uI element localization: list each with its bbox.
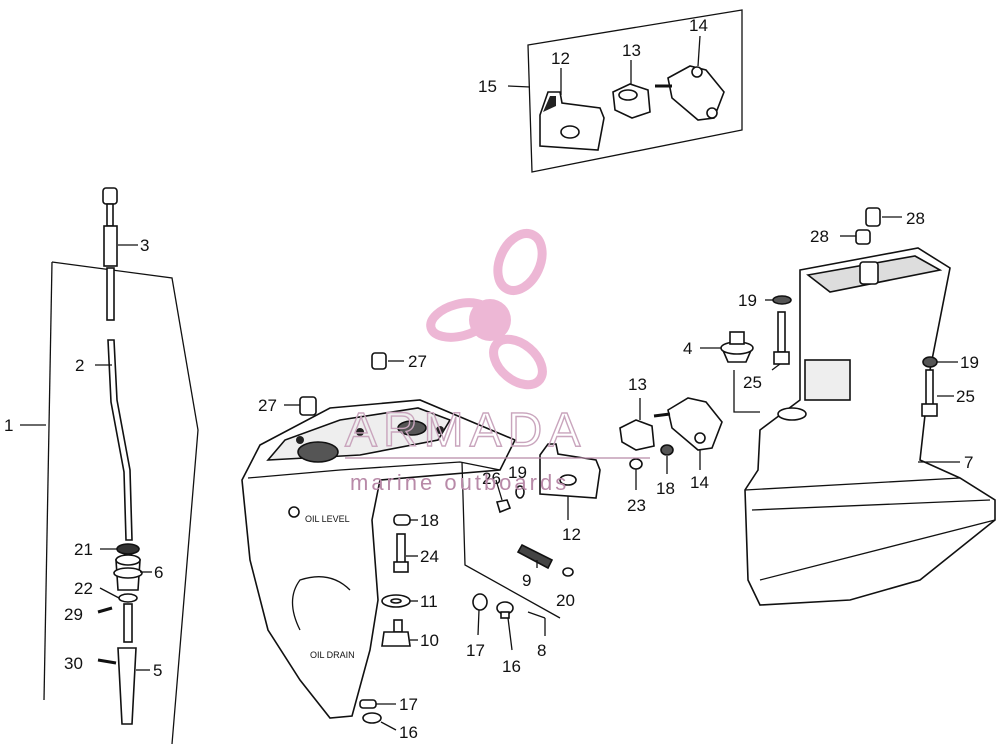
label-18-center: 18 — [420, 511, 439, 530]
housing-mark-upper: OIL LEVEL — [305, 514, 350, 524]
label-7: 7 — [964, 453, 973, 472]
bushings-27: 27 27 — [258, 352, 427, 416]
label-19-right-a: 19 — [738, 291, 757, 310]
label-4: 4 — [683, 339, 692, 358]
label-10: 10 — [420, 631, 439, 650]
label-11: 11 — [420, 592, 438, 611]
label-5: 5 — [153, 661, 162, 680]
label-16-bottom: 16 — [399, 723, 418, 742]
label-1: 1 — [4, 416, 13, 435]
label-16-center: 16 — [502, 657, 521, 676]
cushion-part-13-top — [612, 83, 651, 119]
label-27-a: 27 — [408, 352, 427, 371]
watermark-tagline: marine outboards — [350, 470, 569, 495]
label-3: 3 — [140, 236, 149, 255]
label-12-top: 12 — [551, 49, 570, 68]
label-13-middle: 13 — [628, 375, 647, 394]
label-24: 24 — [420, 547, 439, 566]
label-14-top: 14 — [689, 16, 708, 35]
propeller-logo — [426, 229, 547, 390]
watermark-brand: ARMADA — [345, 404, 586, 457]
label-19-right-b: 19 — [960, 353, 979, 372]
label-30: 30 — [64, 654, 83, 673]
bracket-group-middle: 13 12 14 23 18 — [539, 375, 723, 544]
label-19-center: 19 — [508, 463, 527, 482]
bracket-part-12-top — [539, 91, 605, 151]
label-27-b: 27 — [258, 396, 277, 415]
label-25-a: 25 — [743, 373, 762, 392]
label-20: 20 — [556, 591, 575, 610]
label-22: 22 — [74, 579, 93, 598]
label-6: 6 — [154, 563, 163, 582]
inset-group-15: 12 13 14 15 — [478, 9, 743, 173]
label-28-a: 28 — [906, 209, 925, 228]
label-29: 29 — [64, 605, 83, 624]
plate-part-14-top — [655, 65, 725, 121]
watermark: ARMADA marine outboards — [344, 229, 650, 495]
small-parts-right-center: 26 19 9 20 17 16 8 — [466, 463, 575, 676]
label-2: 2 — [75, 356, 84, 375]
label-13-top: 13 — [622, 41, 641, 60]
gear-housing: OIL LEVEL OIL DRAIN — [241, 399, 561, 719]
label-28-b: 28 — [810, 227, 829, 246]
label-17-bottom: 17 — [399, 695, 418, 714]
label-26: 26 — [482, 469, 501, 488]
driveshaft-housing: 7 — [733, 247, 996, 606]
label-9: 9 — [522, 571, 531, 590]
label-23: 23 — [627, 496, 646, 515]
label-15: 15 — [478, 77, 497, 96]
shift-rod-assembly: 3 2 1 21 6 22 29 30 5 — [4, 187, 199, 744]
small-parts-center: 18 24 11 10 17 16 — [359, 511, 439, 742]
label-18-middle: 18 — [656, 479, 675, 498]
label-14-middle: 14 — [690, 473, 709, 492]
label-17-center: 17 — [466, 641, 485, 660]
label-12-middle: 12 — [562, 525, 581, 544]
label-25-b: 25 — [956, 387, 975, 406]
label-8: 8 — [537, 641, 546, 660]
small-parts-right: 28 28 19 19 25 25 4 — [683, 207, 979, 417]
housing-mark-lower: OIL DRAIN — [310, 650, 355, 660]
label-21: 21 — [74, 540, 93, 559]
